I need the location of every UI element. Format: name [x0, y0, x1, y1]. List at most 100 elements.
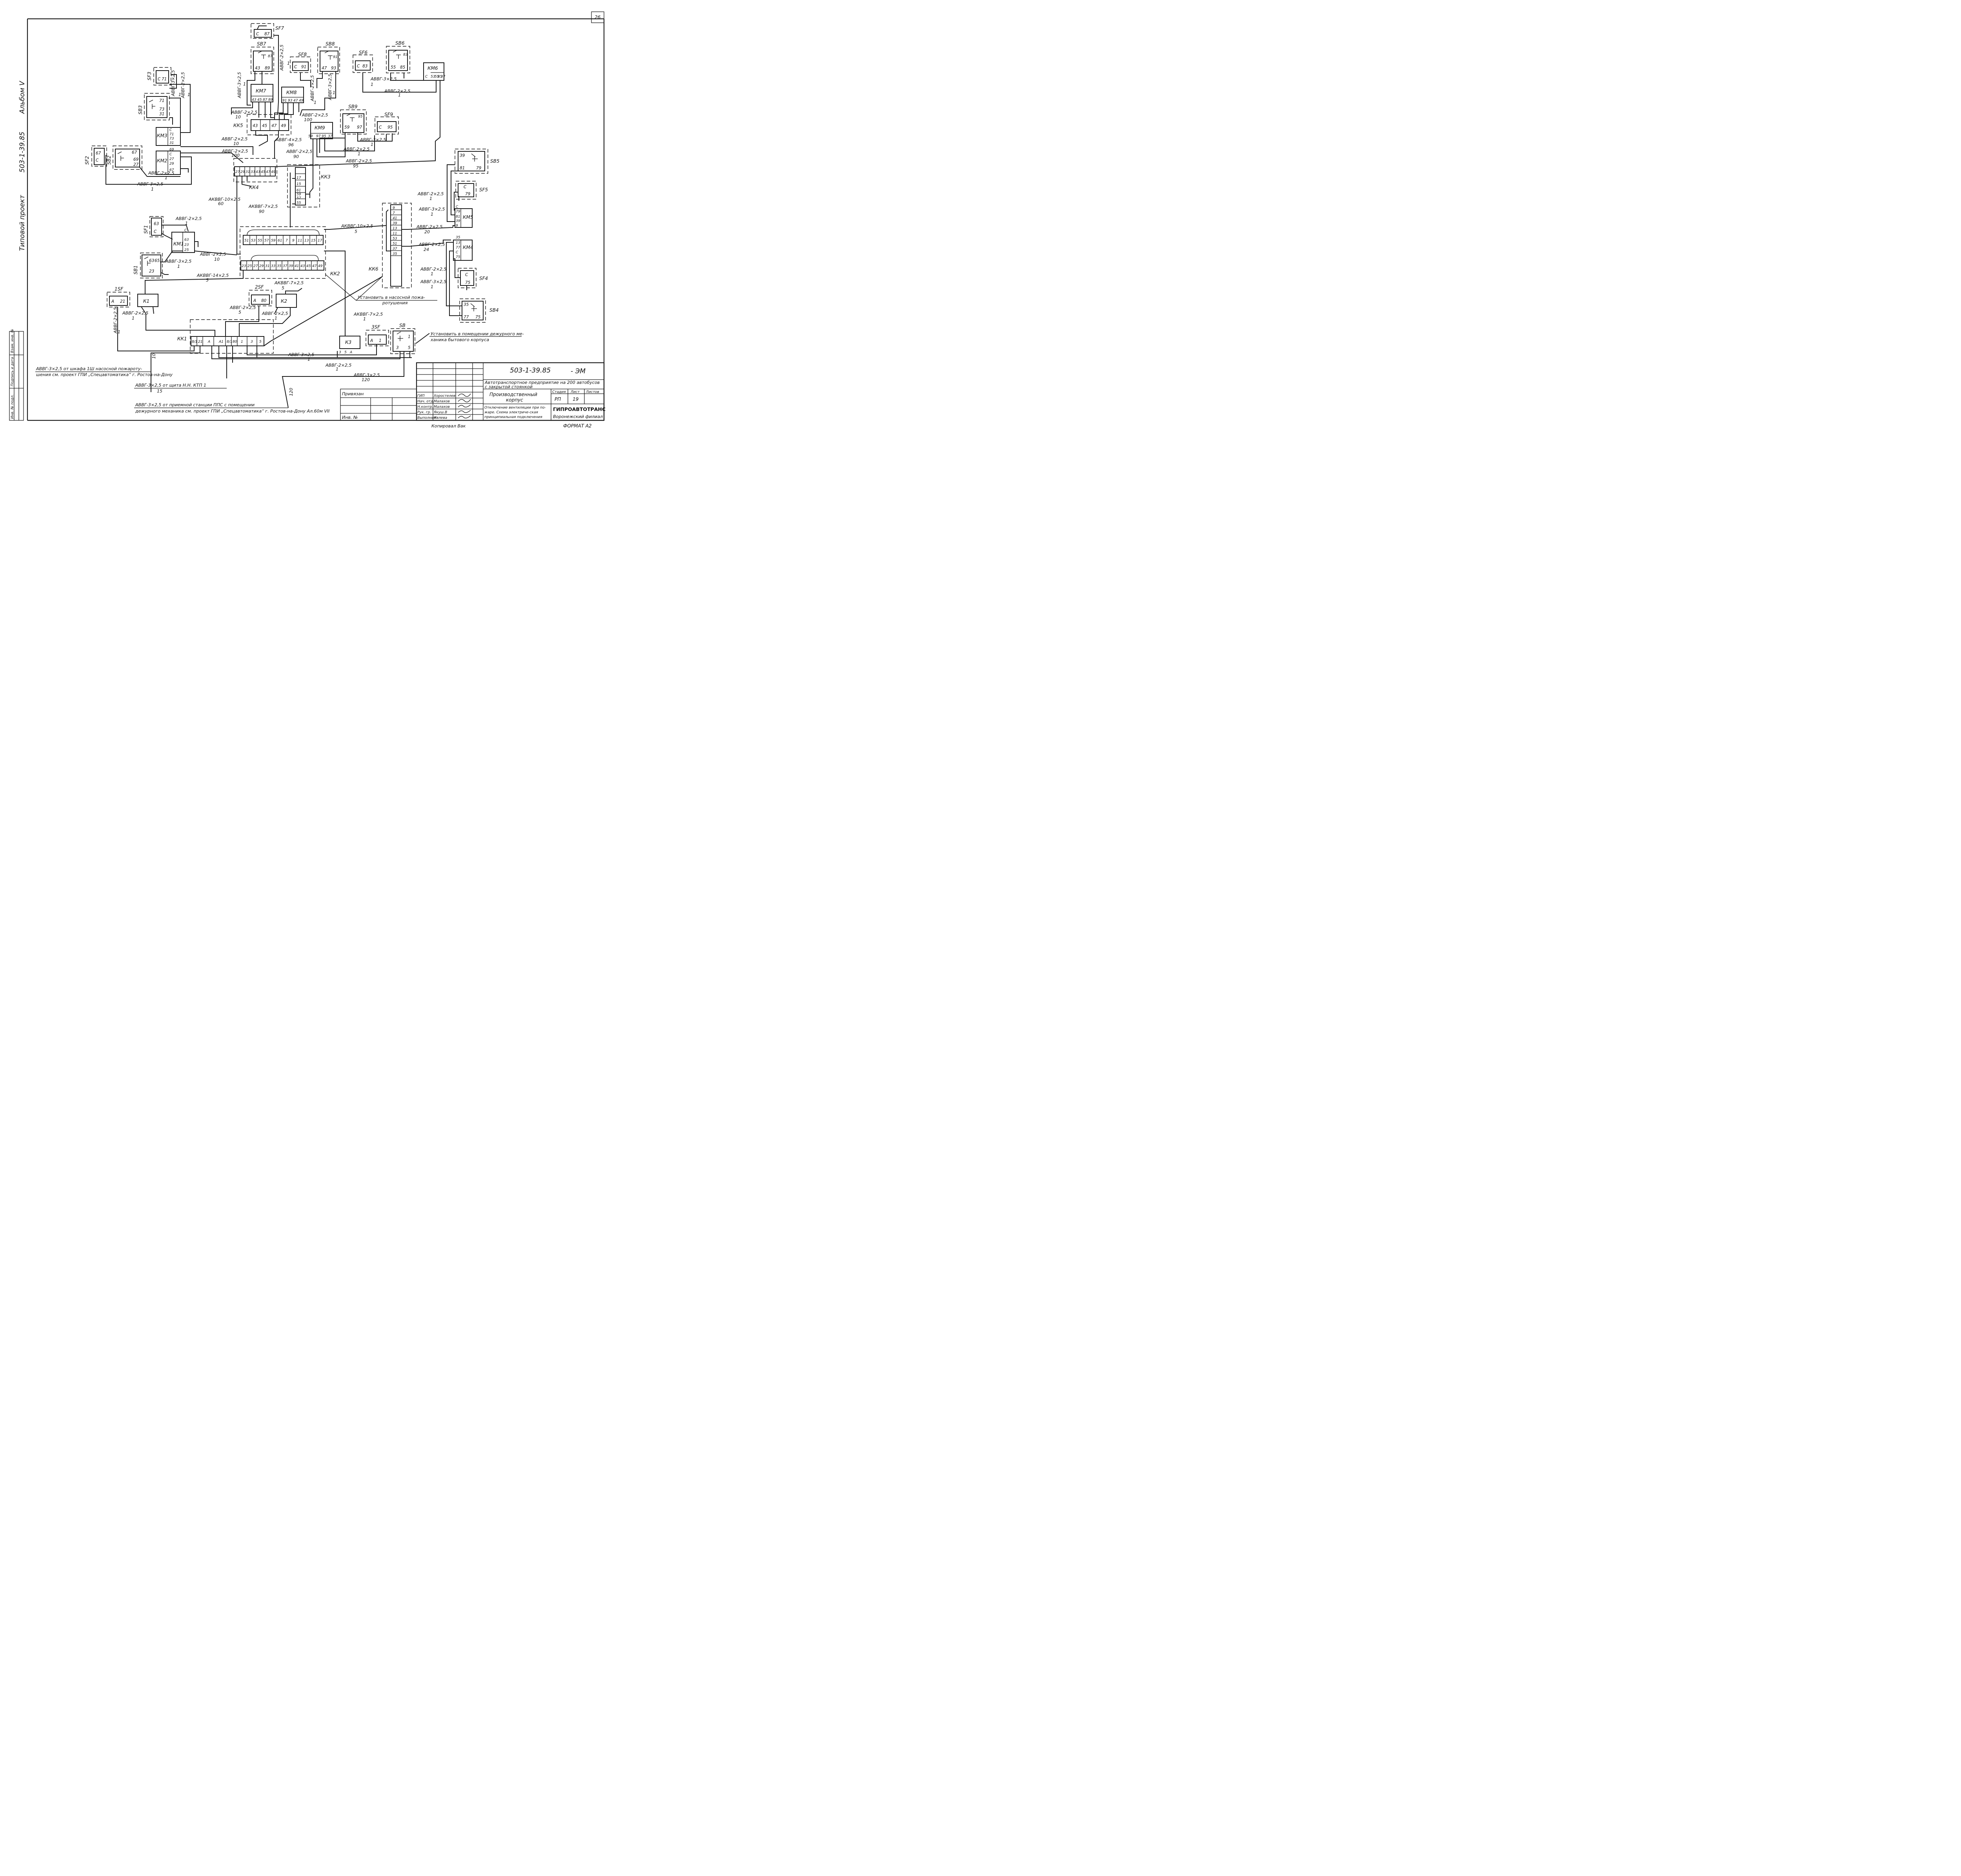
- svg-text:91: 91: [333, 55, 337, 59]
- svg-text:21: 21: [120, 299, 125, 304]
- svg-text:55: 55: [391, 65, 396, 70]
- svg-text:57: 57: [297, 196, 301, 200]
- svg-text:АКВВГ-14×2,5: АКВВГ-14×2,5: [196, 273, 229, 278]
- svg-text:91: 91: [282, 99, 287, 103]
- svg-text:53: 53: [393, 237, 397, 241]
- K1-label: К1: [143, 298, 149, 304]
- svg-text:61: 61: [297, 189, 301, 193]
- SF2-label: SF2: [84, 156, 90, 165]
- svg-text:59: 59: [344, 125, 350, 130]
- svg-text:1: 1: [431, 271, 433, 276]
- kk4-kk3-cluster: КК4 27 29 31 33 43 45 47 49 КК3 17 15 61…: [233, 158, 331, 251]
- svg-text:37: 37: [441, 75, 446, 79]
- svg-text:45: 45: [261, 170, 266, 174]
- svg-text:71: 71: [159, 98, 164, 103]
- svg-text:37: 37: [283, 264, 287, 268]
- svg-text:27: 27: [133, 162, 139, 167]
- svg-text:С: С: [464, 185, 467, 189]
- svg-text:С: С: [379, 125, 382, 130]
- svg-text:31: 31: [169, 141, 174, 145]
- svg-text:75: 75: [465, 280, 471, 285]
- svg-text:1: 1: [177, 264, 180, 269]
- svg-text:3: 3: [396, 345, 399, 350]
- svg-text:АВВГ-4×2,5: АВВГ-4×2,5: [275, 137, 302, 142]
- svg-text:95: 95: [387, 125, 393, 130]
- SB1-label: SB1: [133, 265, 138, 274]
- svg-text:С: С: [96, 158, 99, 163]
- right-cluster: 39 81 79 SB5 С 79 SF5 КМ5 С 79 81 39 9 К…: [446, 149, 499, 323]
- note-mechanic-2: ханика бытового корпуса: [430, 337, 489, 342]
- svg-text:АВВГ-2×2,5: АВВГ-2×2,5: [346, 158, 372, 164]
- svg-text:43: 43: [253, 124, 258, 128]
- svg-text:39: 39: [456, 219, 460, 223]
- svg-text:90: 90: [259, 209, 264, 214]
- left-margin-labels: Альбом V 503-1-39.85 Типовой проект Инв.…: [9, 80, 26, 421]
- svg-text:59: 59: [271, 239, 276, 243]
- svg-text:23: 23: [149, 269, 154, 274]
- svg-text:87: 87: [264, 32, 270, 36]
- svg-text:85: 85: [438, 75, 442, 79]
- svg-text:37: 37: [393, 247, 397, 251]
- SB-label: SB: [399, 323, 406, 328]
- svg-text:79: 79: [465, 192, 471, 196]
- svg-text:55: 55: [435, 75, 439, 79]
- svg-text:А1: А1: [218, 340, 224, 344]
- svg-text:95: 95: [322, 135, 326, 138]
- svg-text:АВВГ-3×2,5: АВВГ-3×2,5: [420, 279, 446, 284]
- stamp-inv-label: Инв. № подл.: [11, 394, 15, 419]
- svg-text:37: 37: [328, 135, 333, 138]
- svg-text:49: 49: [271, 170, 276, 174]
- branch-name: Воронежский филиал: [553, 414, 603, 419]
- svg-text:1: 1: [336, 367, 338, 372]
- KM1-label: КМ1: [173, 241, 184, 247]
- svg-text:43: 43: [255, 66, 260, 71]
- top-cluster: С 87 SF7 87 43 89 SB7 С 91 SF8 91 47 93 …: [84, 23, 446, 198]
- svg-text:1: 1: [132, 316, 135, 321]
- svg-text:61: 61: [278, 239, 282, 243]
- svg-text:73: 73: [159, 107, 164, 112]
- svg-text:АКВВГ-10×2,5: АКВВГ-10×2,5: [208, 197, 240, 202]
- svg-text:АВВГ-2×2,5: АВВГ-2×2,5: [180, 72, 186, 98]
- notes: Установить в насосной пожа- ротушения Ус…: [35, 274, 524, 414]
- svg-text:15: 15: [297, 182, 301, 186]
- svg-text:1: 1: [333, 90, 335, 95]
- KM8-label: КМ8: [286, 90, 297, 95]
- KM9-label: КМ9: [315, 125, 325, 131]
- svg-text:57: 57: [264, 239, 269, 243]
- cable-labels: АВВГ-3×2,5 АВВГ-2×2,5 АВВГ-3×2,5 АВВГ-2×…: [113, 45, 446, 378]
- svg-text:47: 47: [271, 124, 277, 128]
- svg-text:Лист: Лист: [570, 390, 580, 394]
- svg-text:10: 10: [235, 115, 241, 120]
- svg-text:5: 5: [408, 345, 411, 350]
- svg-text:АВВГ-2×2,5: АВВГ-2×2,5: [418, 242, 445, 247]
- svg-text:100: 100: [231, 153, 240, 158]
- svg-text:31: 31: [246, 170, 250, 174]
- bottom-cluster: А 21 1SF К1 А 80 2SF К2 8/1 21 А А1 8/1 …: [107, 276, 430, 408]
- svg-text:Малахов: Малахов: [434, 405, 450, 409]
- svg-text:1: 1: [165, 175, 167, 180]
- 1SF-label: 1SF: [115, 286, 124, 292]
- svg-text:АВВГ-3×2,5: АВВГ-3×2,5: [327, 74, 333, 100]
- svg-text:С: С: [169, 128, 172, 132]
- svg-text:АВВГ-2×2,5: АВВГ-2×2,5: [229, 305, 256, 310]
- svg-text:79: 79: [476, 166, 482, 171]
- svg-text:31: 31: [265, 264, 269, 268]
- svg-text:43: 43: [256, 170, 260, 174]
- svg-text:1: 1: [275, 316, 277, 321]
- kk6-cluster: КК6 9 7 41 39 13 11 53 51 37 35: [369, 203, 453, 288]
- 3SF-label: 3SF: [371, 324, 380, 330]
- KM6-label: КМ6: [427, 65, 438, 71]
- svg-text:96: 96: [288, 142, 294, 147]
- SB9-label: SB9: [348, 104, 357, 109]
- svg-text:1: 1: [363, 316, 366, 322]
- svg-text:АВВГ-2×2,5: АВВГ-2×2,5: [310, 75, 315, 102]
- svg-text:20: 20: [424, 229, 430, 234]
- svg-text:21: 21: [198, 340, 202, 344]
- KM7-label: КМ7: [256, 88, 266, 94]
- svg-text:63: 63: [149, 258, 154, 263]
- svg-text:5: 5: [355, 229, 357, 234]
- svg-text:АВВГ-3×2,5: АВВГ-3×2,5: [353, 373, 380, 378]
- svg-text:5: 5: [344, 351, 347, 354]
- building-line-1: Производственный: [489, 392, 537, 397]
- svg-text:75: 75: [456, 255, 460, 259]
